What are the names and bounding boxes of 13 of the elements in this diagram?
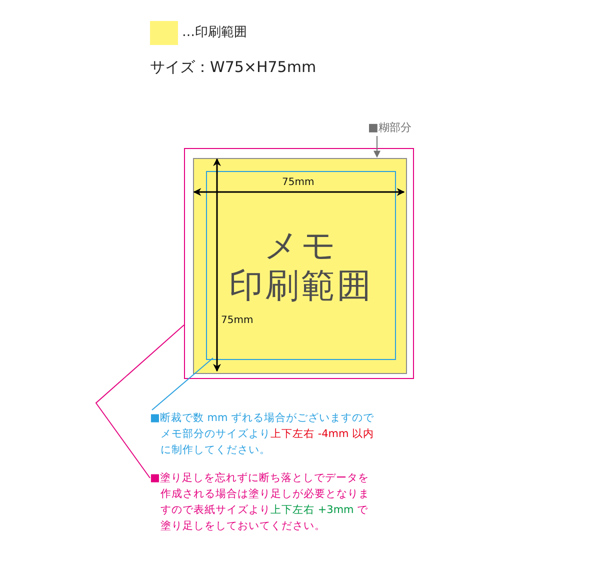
leader-line <box>95 324 184 478</box>
leader-line <box>152 358 214 410</box>
area-title: 印刷範囲 <box>229 266 373 306</box>
callout-label: ■糊部分 <box>368 120 448 136</box>
legend-text: …印刷範囲 <box>182 24 247 42</box>
dimension-label: 75mm <box>282 176 314 190</box>
size-text: サイズ：W75×H75mm <box>150 57 316 78</box>
dimension-label: 75mm <box>221 314 254 328</box>
arrow <box>374 136 380 158</box>
note-text: ■塗り足しを忘れずに断ち落としでデータを作成される場合は塗り足しが必要となりますので表紙サイズより上下左右 +3mm で塗り足しをしておいてください。 <box>150 470 378 534</box>
safe-area-outline <box>206 171 396 360</box>
area-title: メモ <box>264 226 338 266</box>
note-text: ■断裁で数 mm ずれる場合がございますのでメモ部分のサイズより上下左右 -4mm 以内に制作してください。 <box>150 410 378 458</box>
